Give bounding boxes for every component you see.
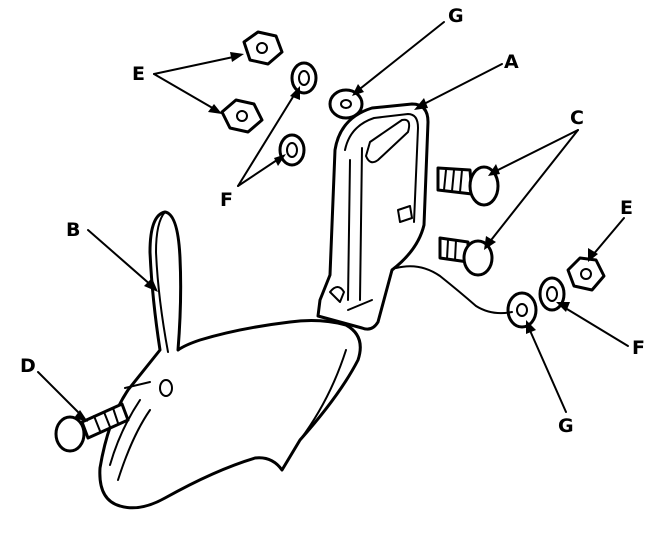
callout-f-single: F: [632, 337, 645, 359]
part-b-moldboard: [98, 210, 362, 510]
part-e-hex-nut-right: [566, 256, 606, 292]
callout-e-single: E: [620, 197, 633, 219]
part-c-carriage-bolt-lower: [438, 236, 494, 277]
callout-g-bottom: G: [558, 415, 574, 437]
callout-f-pair: F: [220, 189, 233, 211]
callout-labels: A B C D E E F F G G: [20, 5, 645, 437]
part-c-carriage-bolt-upper: [436, 165, 500, 207]
callout-d: D: [20, 355, 36, 377]
callout-g-top: G: [448, 5, 464, 27]
callout-c: C: [570, 107, 584, 129]
part-a-bracket: [316, 102, 430, 331]
part-f-lock-washer-lower: [278, 133, 306, 167]
leader-lines: [37, 21, 629, 422]
part-g-flat-washer-upper: [328, 88, 364, 120]
part-e-hex-nut-upper: [242, 30, 284, 66]
part-d-bolt: [54, 402, 130, 453]
part-f-lock-washer-upper: [290, 61, 318, 95]
callout-e-pair: E: [132, 63, 145, 85]
part-e-hex-nut-middle: [220, 98, 264, 134]
callout-b: B: [66, 219, 80, 241]
part-g-flat-washer-lower: [506, 291, 538, 329]
callout-a: A: [504, 51, 519, 73]
